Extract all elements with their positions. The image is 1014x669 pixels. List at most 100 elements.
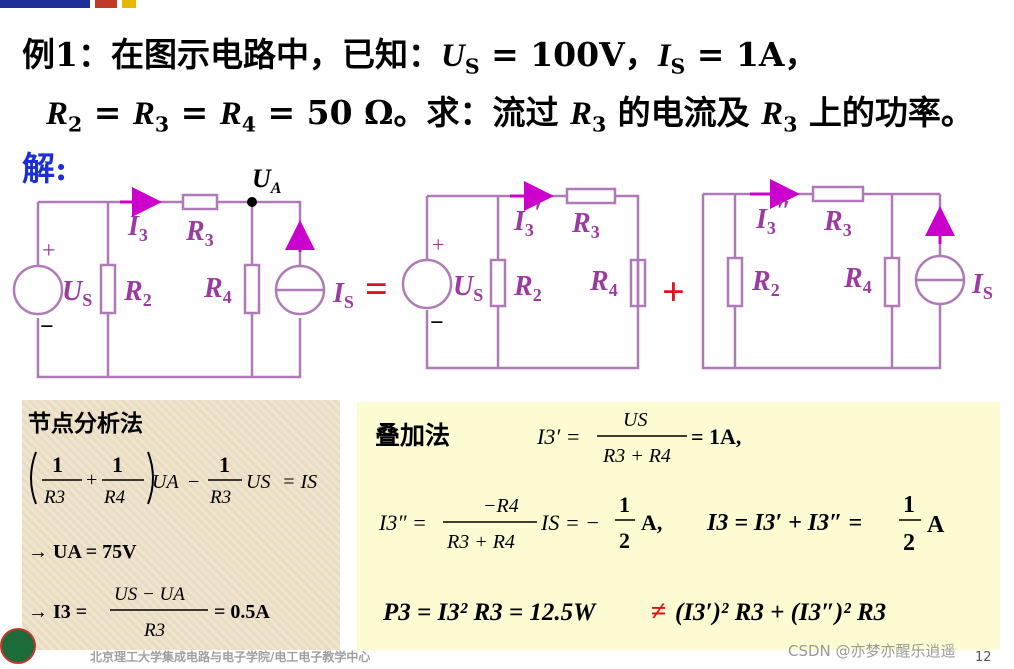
r3-subscript: 3 bbox=[783, 112, 798, 137]
equals-text: = bbox=[169, 93, 220, 132]
paren-right bbox=[147, 451, 154, 505]
r2-symbol: R bbox=[46, 96, 69, 132]
i3p-label: I3′ bbox=[513, 198, 542, 240]
node-analysis-equations: 1 R3 + 1 R4 UA − 1 R3 US = IS → UA = 75V… bbox=[28, 451, 317, 641]
fraction-numerator: 1 bbox=[619, 492, 630, 517]
is-subscript: S bbox=[670, 54, 686, 79]
minus-sign: − bbox=[40, 314, 54, 340]
fraction-numerator: 1 bbox=[903, 492, 915, 518]
r2-label: R2 bbox=[751, 266, 780, 300]
voltage-source bbox=[12, 264, 64, 316]
resistor-r3 bbox=[181, 193, 219, 211]
problem-prefix: 例1：在图示电路中，已知： bbox=[22, 35, 441, 74]
top-bar-segment bbox=[0, 0, 90, 8]
plus-sign: + bbox=[432, 232, 444, 257]
university-logo bbox=[0, 628, 36, 664]
plus-text: + bbox=[86, 469, 97, 491]
r4-subscript: 4 bbox=[241, 112, 257, 137]
fraction-numerator: −R4 bbox=[483, 495, 519, 517]
not-equal-sign: ≠ bbox=[651, 596, 666, 627]
unit-text: A bbox=[927, 512, 945, 538]
node-analysis-panel: 节点分析法 1 R3 + 1 R4 UA − 1 R3 US = IS → UA… bbox=[22, 400, 340, 650]
us-label: US bbox=[453, 271, 483, 305]
fraction-numerator: 1 bbox=[112, 452, 123, 477]
fraction-numerator: US − UA bbox=[114, 584, 185, 605]
plus-sign: + bbox=[42, 238, 56, 264]
watermark: CSDN @亦梦亦醒乐逍遥 bbox=[788, 642, 956, 660]
r4-symbol: R bbox=[219, 96, 242, 132]
voltage-source bbox=[401, 258, 453, 310]
us-value: = 100V， bbox=[479, 35, 658, 74]
us-symbol: U bbox=[440, 38, 465, 74]
is-value: = 1A， bbox=[685, 35, 818, 74]
fraction-numerator: 1 bbox=[52, 452, 63, 477]
i3p-result: = 1A, bbox=[691, 424, 741, 449]
r3-symbol: R bbox=[132, 96, 155, 132]
power-lhs: P3 = I3² R3 = 12.5W bbox=[382, 599, 597, 626]
minus-text: − bbox=[188, 471, 199, 493]
is-times: IS = − bbox=[540, 510, 600, 535]
r2-label: R2 bbox=[123, 276, 152, 310]
i3pp-label: I3″ bbox=[755, 196, 791, 238]
fraction-denominator: R3 bbox=[143, 620, 165, 641]
i3p-lhs: I3′ = bbox=[536, 424, 580, 449]
resistor-r4 bbox=[629, 258, 647, 308]
fraction-denominator: R3 bbox=[209, 487, 231, 508]
r3-symbol: R bbox=[569, 96, 592, 132]
ua-result: → UA = 75V bbox=[28, 541, 137, 563]
problem-line-2: R2 = R3 = R4 = 50 Ω。求：流过 R3 的电流及 R3 上的功率… bbox=[46, 86, 974, 137]
page-number: 12 bbox=[975, 650, 992, 665]
fraction-denominator: 2 bbox=[619, 528, 630, 553]
ua-label: UA bbox=[252, 164, 282, 197]
fraction-denominator: R4 bbox=[103, 487, 126, 508]
resistance-value-text: = 50 Ω。求：流过 bbox=[256, 93, 570, 132]
superposition-title: 叠加法 bbox=[375, 421, 451, 450]
r2-subscript: 2 bbox=[68, 112, 83, 137]
r3-label: R3 bbox=[185, 216, 214, 250]
resistor-r2 bbox=[489, 258, 507, 308]
r3-subscript: 3 bbox=[154, 112, 170, 137]
wire bbox=[701, 192, 942, 370]
is-symbol: I bbox=[657, 38, 671, 74]
wire bbox=[36, 200, 302, 379]
node-dot bbox=[247, 197, 257, 207]
fraction-denominator: R3 + R4 bbox=[602, 445, 671, 467]
footer-institution: 北京理工大学集成电路与电子学院/电工电子教学中心 bbox=[90, 650, 371, 664]
i3-lhs: → I3 = bbox=[28, 601, 87, 623]
is-label: IS bbox=[971, 269, 993, 303]
question-end-text: 上的功率。 bbox=[797, 93, 974, 132]
i3pp-lhs: I3″ = bbox=[378, 510, 427, 535]
node-analysis-title: 节点分析法 bbox=[28, 410, 143, 437]
us-symbol: US bbox=[246, 471, 270, 493]
resistor-r3 bbox=[565, 187, 617, 205]
is-label: IS bbox=[332, 278, 354, 312]
plus-operator: + bbox=[662, 269, 685, 314]
top-color-bar bbox=[0, 0, 1014, 10]
fraction-numerator: 1 bbox=[219, 452, 230, 477]
r3-symbol: R bbox=[761, 96, 784, 132]
equals-text: = bbox=[82, 93, 133, 132]
top-bar-segment bbox=[122, 0, 136, 8]
fraction-numerator: US bbox=[623, 409, 647, 431]
unit-text: A, bbox=[641, 510, 662, 535]
solution-label: 解: bbox=[22, 149, 68, 188]
problem-line-1: 例1：在图示电路中，已知：US = 100V，IS = 1A， bbox=[22, 28, 818, 79]
r4-label: R4 bbox=[589, 266, 618, 300]
us-label: US bbox=[62, 276, 92, 310]
i3-label: I3 bbox=[127, 211, 148, 245]
resistor-r4 bbox=[243, 263, 261, 315]
i3-result: = 0.5A bbox=[214, 601, 270, 623]
r3-label: R3 bbox=[571, 208, 600, 242]
r3-subscript: 3 bbox=[591, 112, 607, 137]
fraction-denominator: R3 bbox=[43, 487, 65, 508]
r3-label: R3 bbox=[823, 206, 852, 240]
r2-label: R2 bbox=[513, 271, 542, 305]
superposition-panel: 叠加法 I3′ = US R3 + R4 = 1A, I3″ = −R4 R3 … bbox=[357, 402, 1000, 650]
minus-sign: − bbox=[430, 310, 444, 336]
superposition-equations: I3′ = US R3 + R4 = 1A, I3″ = −R4 R3 + R4… bbox=[378, 409, 945, 627]
fraction-denominator: R3 + R4 bbox=[446, 531, 515, 553]
resistor-r2 bbox=[99, 263, 117, 315]
fraction-denominator: 2 bbox=[903, 530, 915, 556]
top-bar-segment bbox=[95, 0, 117, 8]
circuit-diagrams: UA + − US R2 I3 R3 R4 IS = + − US R2 I3′… bbox=[12, 164, 993, 379]
